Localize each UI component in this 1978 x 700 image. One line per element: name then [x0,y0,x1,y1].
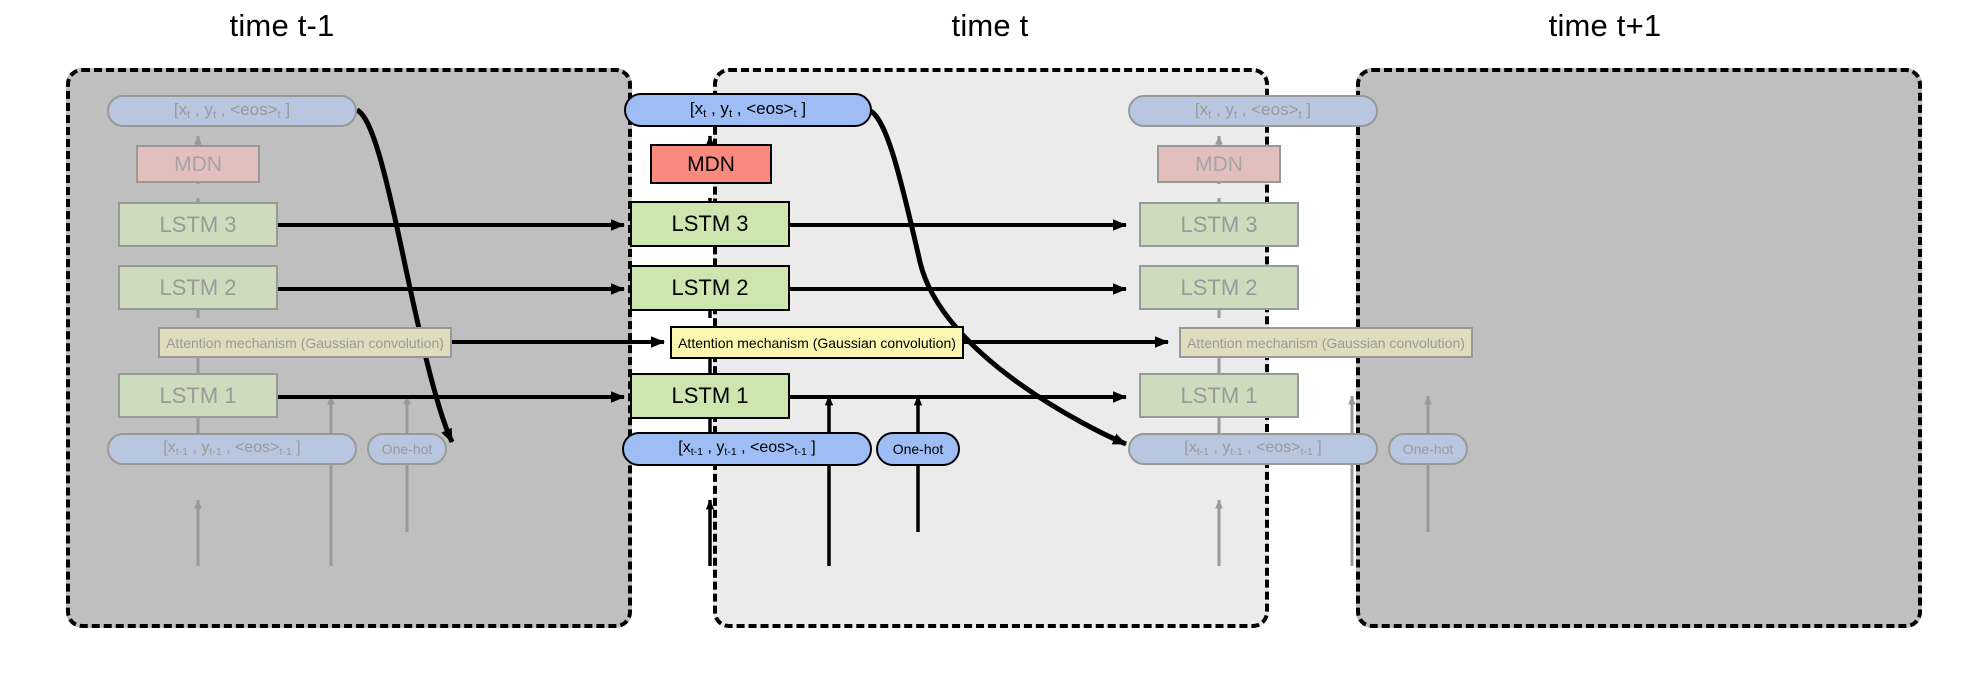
attention-block-t-minus-1: Attention mechanism (Gaussian convolutio… [158,327,452,358]
lstm2-block-t-plus-1: LSTM 2 [1139,265,1299,310]
lstm1-block-t-minus-1: LSTM 1 [118,373,278,418]
output-token-t-minus-1: [xt , yt , <eos>t ] [107,95,357,127]
output-token-t-plus-1: [xt , yt , <eos>t ] [1128,95,1378,127]
input-token-t-minus-1: [xt-1 , yt-1 , <eos>t-1 ] [107,433,357,465]
panel-title-t: time t [951,8,1029,43]
output-token-t: [xt , yt , <eos>t ] [624,93,872,127]
onehot-input-t: One-hot [876,432,960,466]
onehot-input-t-plus-1: One-hot [1388,433,1468,465]
lstm2-block-t-minus-1: LSTM 2 [118,265,278,310]
panel-title-t-plus-1: time t+1 [1548,8,1662,43]
attention-block-t-plus-1: Attention mechanism (Gaussian convolutio… [1179,327,1473,358]
mdn-block-t-plus-1: MDN [1157,145,1281,183]
input-token-t-plus-1: [xt-1 , yt-1 , <eos>t-1 ] [1128,433,1378,465]
mdn-block-t: MDN [650,144,772,184]
lstm1-block-t: LSTM 1 [630,373,790,419]
onehot-input-t-minus-1: One-hot [367,433,447,465]
lstm2-block-t: LSTM 2 [630,265,790,311]
panel-title-t-minus-1: time t-1 [229,8,335,43]
lstm3-block-t-minus-1: LSTM 3 [118,202,278,247]
attention-block-t: Attention mechanism (Gaussian convolutio… [670,326,964,359]
lstm3-block-t-plus-1: LSTM 3 [1139,202,1299,247]
lstm1-block-t-plus-1: LSTM 1 [1139,373,1299,418]
mdn-block-t-minus-1: MDN [136,145,260,183]
lstm3-block-t: LSTM 3 [630,201,790,247]
input-token-t: [xt-1 , yt-1 , <eos>t-1 ] [622,432,872,466]
